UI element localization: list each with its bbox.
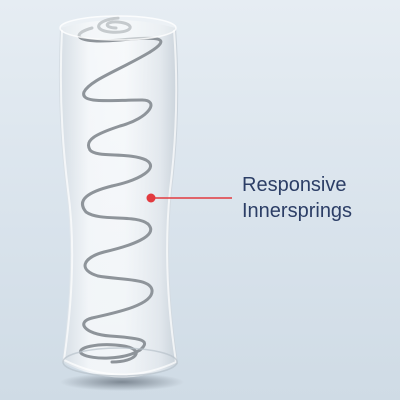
callout-label-line-2: Innersprings (242, 200, 353, 222)
sleeve-bottom (62, 347, 178, 377)
callout-label-line-1: Responsive (242, 174, 347, 196)
callout-marker (146, 193, 156, 203)
floor-shadow (60, 373, 184, 391)
sleeve-top (59, 15, 177, 41)
callout-label: Responsive Innersprings (242, 172, 392, 224)
sleeve-back (58, 20, 179, 378)
sleeve-front (59, 29, 178, 376)
